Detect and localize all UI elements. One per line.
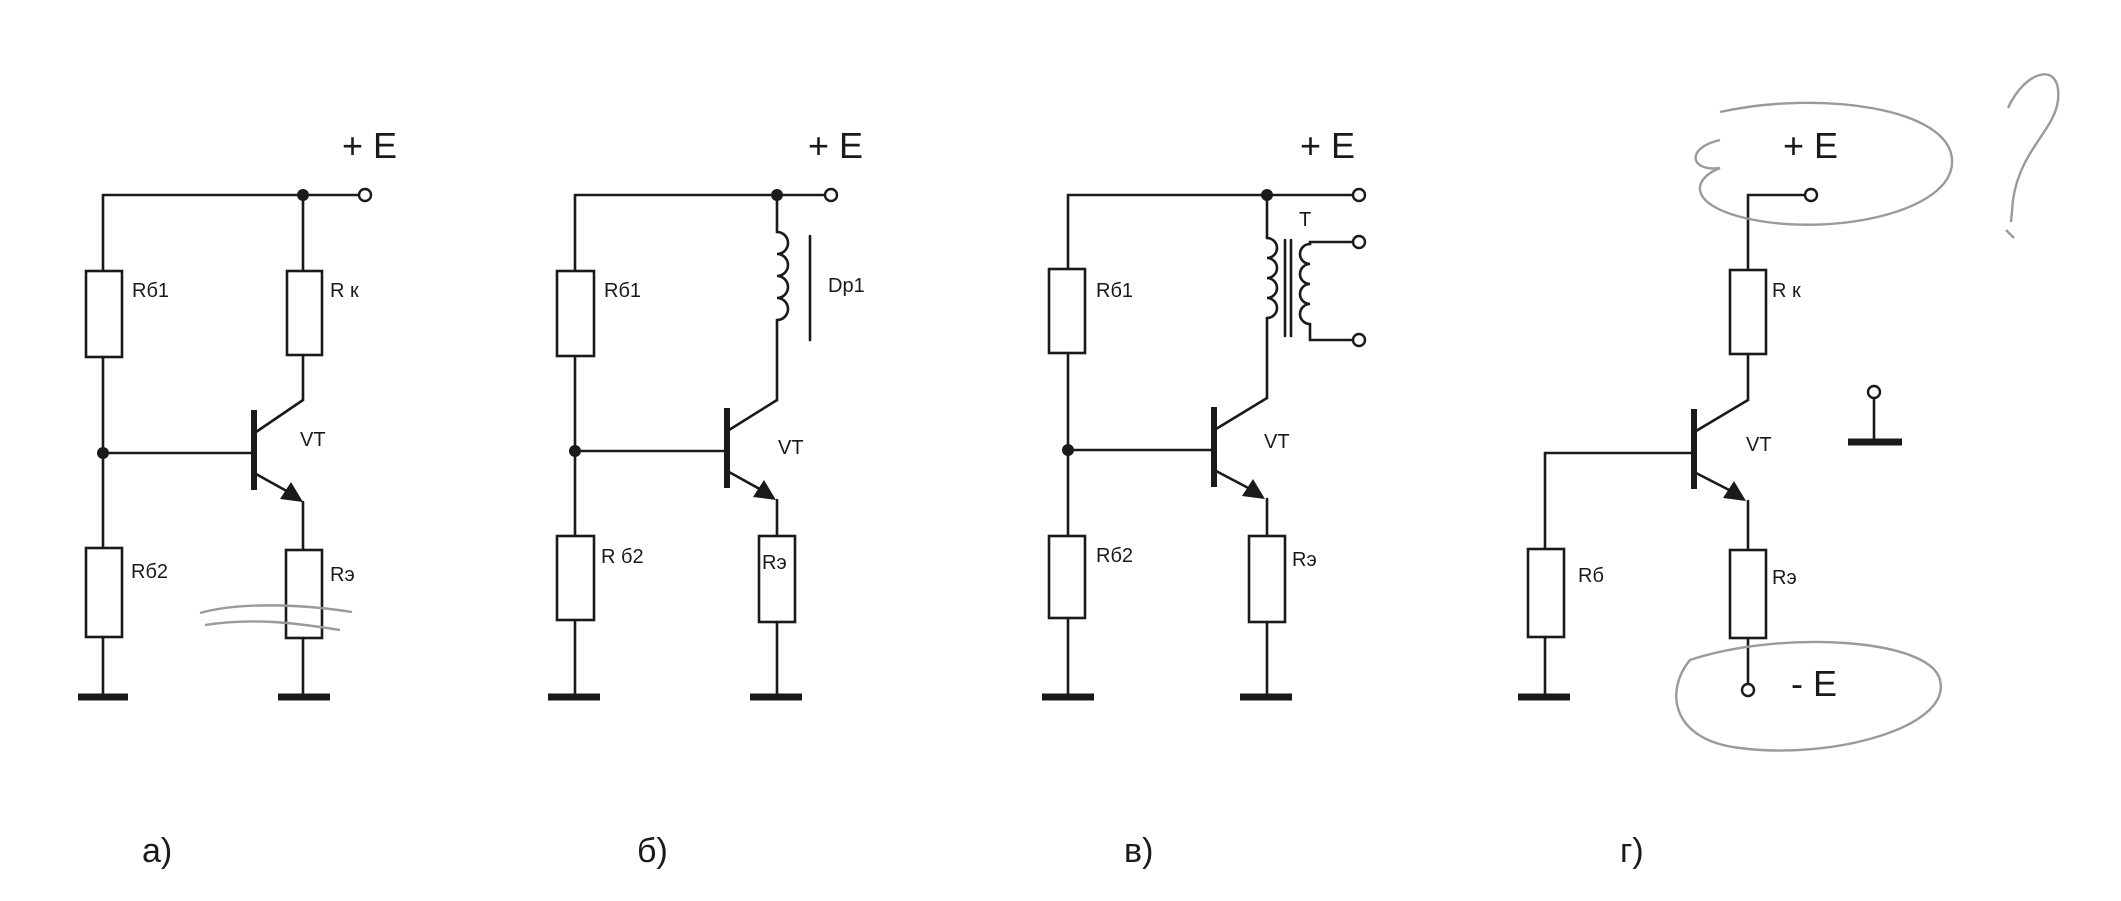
transistor-label: VT — [1746, 434, 1772, 456]
output-terminal — [1351, 234, 1367, 250]
transistor-label: VT — [778, 437, 804, 459]
junction-node — [771, 189, 783, 201]
inductor-coil — [775, 230, 790, 322]
rb2-label: Rб2 — [131, 561, 168, 583]
caption-a: а) — [142, 832, 172, 870]
pencil-scribble — [199, 604, 353, 615]
pencil-circle — [1675, 640, 1942, 752]
resistor-rb2-a — [84, 546, 124, 639]
resistor-rb1-a — [84, 269, 124, 359]
resistor-re-g — [1728, 548, 1768, 640]
resistor-rk-g — [1728, 268, 1768, 356]
question-mark-dot — [2005, 229, 2015, 239]
transistor-label: VT — [1264, 431, 1290, 453]
neg-supply-terminal — [1740, 682, 1756, 698]
junction-node — [97, 447, 109, 459]
supply-label: + E — [1783, 125, 1838, 166]
junction-node — [1062, 444, 1074, 456]
transistor-label: VT — [300, 429, 326, 451]
circuit-g: + E - E R к Rб Rэ VT г) — [1518, 73, 2060, 870]
emitter-arrow — [753, 480, 776, 500]
supply-terminal — [823, 187, 839, 203]
emitter-arrow — [280, 482, 303, 502]
caption-g: г) — [1620, 832, 1644, 870]
neg-supply-label: - E — [1791, 663, 1837, 704]
resistor-rb1-b — [555, 269, 596, 358]
pencil-scribble — [204, 620, 341, 632]
resistor-rb2-v — [1047, 534, 1087, 620]
rk-label: R к — [1772, 280, 1801, 302]
transformer-primary — [1265, 236, 1279, 320]
supply-label: + E — [342, 125, 397, 166]
junction-node — [1261, 189, 1273, 201]
rb1-label: Rб1 — [1096, 280, 1133, 302]
supply-label: + E — [808, 125, 863, 166]
rb1-label: Rб1 — [132, 280, 169, 302]
rb2-label: R б2 — [601, 546, 644, 568]
circuit-v: + E Rб1 Rб2 T Rэ VT в) — [1042, 125, 1367, 870]
rk-label: R к — [330, 280, 359, 302]
supply-terminal — [1803, 187, 1819, 203]
inductor-label: Dp1 — [828, 275, 865, 297]
junction-node — [569, 445, 581, 457]
output-terminal — [1351, 332, 1367, 348]
question-mark-scribble — [2006, 73, 2060, 223]
circuit-a: + E Rб1 Rб2 R к Rэ VT а) — [78, 125, 397, 870]
supply-label: + E — [1300, 125, 1355, 166]
common-terminal — [1866, 384, 1882, 400]
circuit-b: + E Rб1 R б2 Dp1 Rэ VT б) — [548, 125, 865, 870]
supply-terminal — [1351, 187, 1367, 203]
resistor-rb1-v — [1047, 267, 1087, 355]
caption-v: в) — [1124, 832, 1153, 870]
caption-b: б) — [637, 832, 668, 870]
resistor-re-a — [284, 548, 324, 640]
re-label: Rэ — [1772, 567, 1797, 589]
re-label: Rэ — [1292, 549, 1317, 571]
transformer-secondary — [1298, 242, 1312, 326]
rb2-label: Rб2 — [1096, 545, 1133, 567]
resistor-rb2-b — [555, 534, 596, 622]
rb-label: Rб — [1578, 565, 1604, 587]
resistor-re-b — [757, 534, 797, 624]
re-label: Rэ — [330, 564, 355, 586]
emitter-arrow — [1242, 479, 1265, 499]
resistor-rb-g — [1526, 547, 1566, 639]
rb1-label: Rб1 — [604, 280, 641, 302]
transformer-label: T — [1299, 209, 1311, 231]
re-label: Rэ — [762, 552, 787, 574]
supply-terminal — [357, 187, 373, 203]
resistor-rk-a — [285, 269, 324, 357]
junction-node — [297, 189, 309, 201]
emitter-arrow — [1723, 481, 1746, 501]
pencil-circle — [1694, 101, 1954, 226]
resistor-re-v — [1247, 534, 1287, 624]
